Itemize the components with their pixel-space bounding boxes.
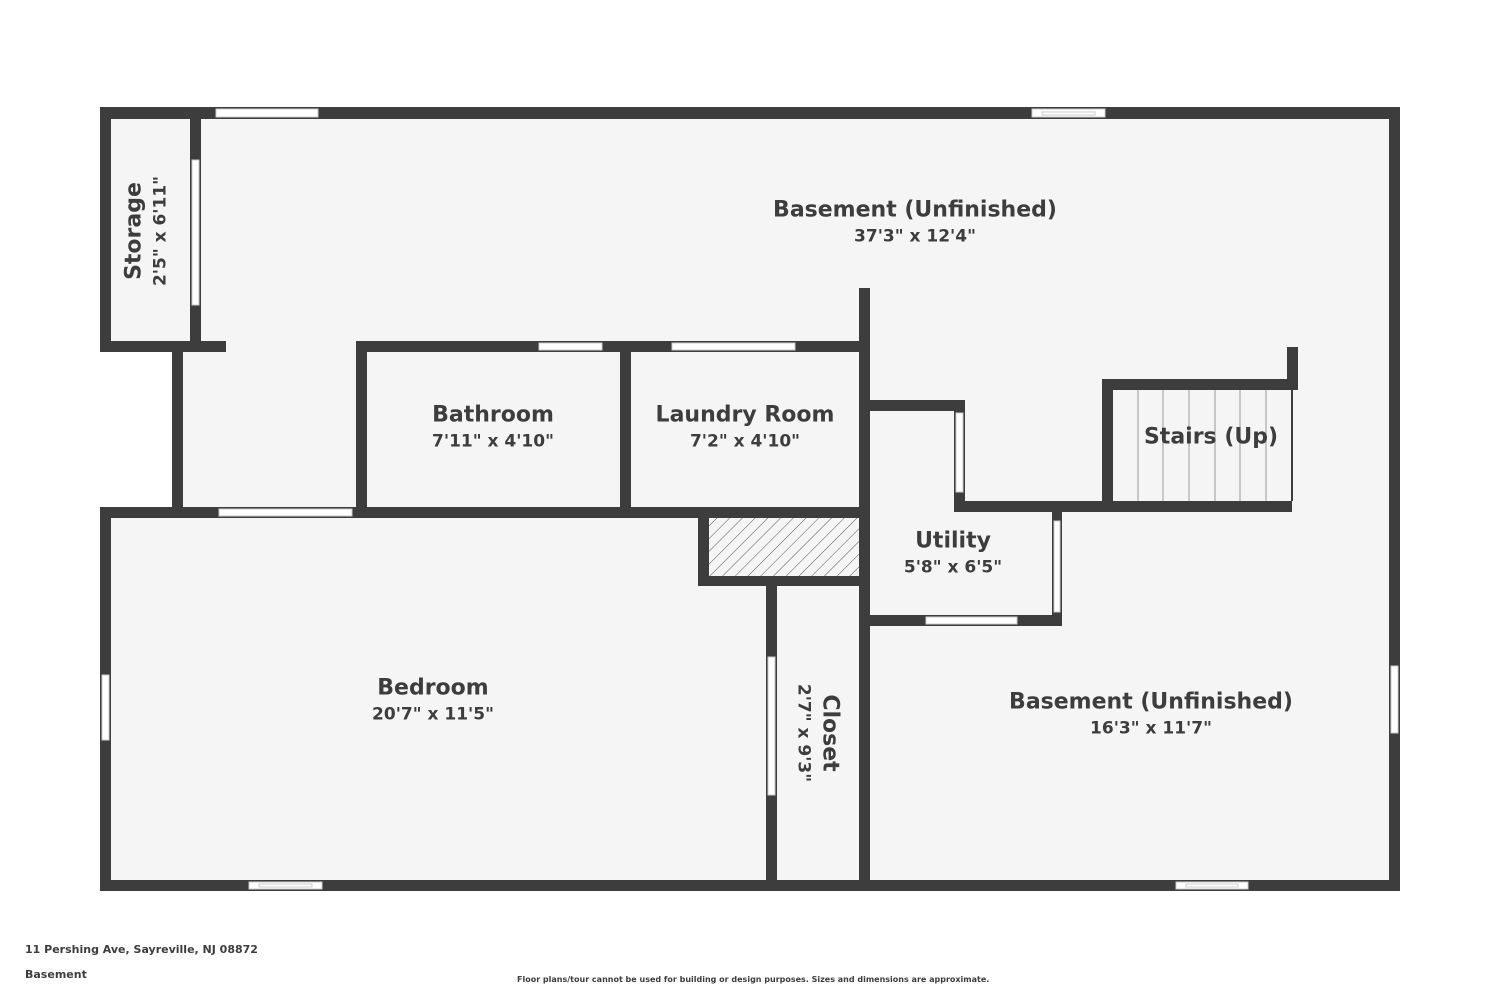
- room-name: Basement (Unfinished): [1009, 689, 1293, 715]
- stair-treads: [1137, 390, 1293, 501]
- floor-name: Basement: [25, 968, 87, 981]
- room-storage: Storage 2'5" x 6'11": [122, 176, 171, 286]
- room-name: Closet: [817, 694, 843, 772]
- room-name: Basement (Unfinished): [773, 197, 1057, 223]
- room-closet: Closet 2'7" x 9'3": [794, 684, 843, 782]
- room-dims: 2'7" x 9'3": [793, 683, 814, 783]
- room-dims: 5'8" x 6'5": [903, 557, 1003, 578]
- room-stairs: Stairs (Up): [1144, 425, 1278, 450]
- hatched-area: [705, 514, 863, 580]
- room-name: Bedroom: [377, 675, 489, 701]
- room-dims: 2'5" x 6'11": [150, 175, 171, 287]
- room-basement-right: Basement (Unfinished) 16'3" x 11'7": [1009, 690, 1293, 739]
- disclaimer: Floor plans/tour cannot be used for buil…: [517, 975, 990, 984]
- room-basement-main: Basement (Unfinished) 37'3" x 12'4": [773, 198, 1057, 247]
- room-name: Storage: [121, 182, 147, 280]
- room-utility: Utility 5'8" x 6'5": [904, 529, 1002, 578]
- room-dims: 7'2" x 4'10": [689, 431, 801, 452]
- room-name: Utility: [915, 528, 991, 554]
- room-bedroom: Bedroom 20'7" x 11'5": [372, 676, 494, 725]
- room-name: Laundry Room: [655, 402, 835, 428]
- room-dims: 37'3" x 12'4": [854, 226, 976, 247]
- room-dims: 20'7" x 11'5": [372, 704, 494, 725]
- floor-area: [100, 107, 1400, 891]
- address: 11 Pershing Ave, Sayreville, NJ 08872: [25, 943, 258, 956]
- openings: [101, 108, 1399, 890]
- room-name: Stairs (Up): [1143, 424, 1279, 450]
- room-dims: 7'11" x 4'10": [432, 431, 554, 452]
- room-bathroom: Bathroom 7'11" x 4'10": [432, 403, 554, 452]
- room-name: Bathroom: [432, 402, 554, 428]
- room-dims: 16'3" x 11'7": [1090, 718, 1212, 739]
- room-laundry: Laundry Room 7'2" x 4'10": [656, 403, 835, 452]
